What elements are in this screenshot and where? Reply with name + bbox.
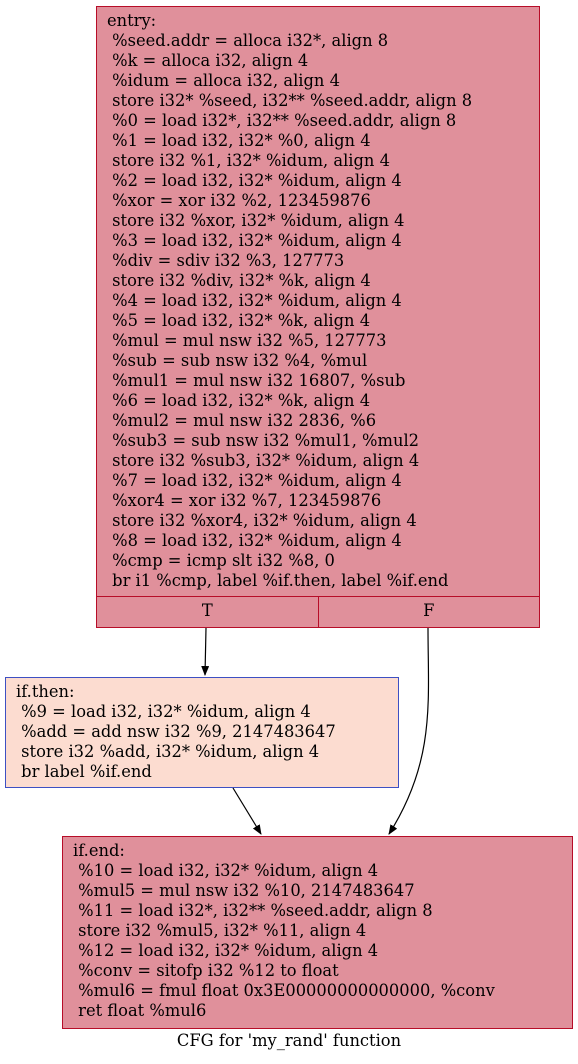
entry-instruction: store i32* %seed, i32** %seed.addr, alig… [107,91,473,110]
entry-instruction: %1 = load i32, i32* %0, align 4 [107,131,371,150]
entry-instruction: %div = sdiv i32 %3, 127773 [107,251,345,270]
entry-instruction: store i32 %1, i32* %idum, align 4 [107,151,390,170]
entry-instruction: br i1 %cmp, label %if.then, label %if.en… [107,571,449,590]
entry-instruction: %sub = sub nsw i32 %4, %mul [107,351,368,370]
false-port[interactable]: F [317,597,540,627]
entry-instruction: %k = alloca i32, align 4 [107,51,309,70]
entry-instruction: %idum = alloca i32, align 4 [107,71,340,90]
edge-if-then-to-if-end [232,787,262,835]
edge-true-to-if-then [201,627,210,676]
if-then-instruction: %add = add nsw i32 %9, 2147483647 [16,722,336,741]
if-end-block[interactable]: if.end: %10 = load i32, i32* %idum, alig… [62,836,573,1029]
if-end-instruction: %mul6 = fmul float 0x3E00000000000000, %… [73,981,495,1000]
entry-instruction: %4 = load i32, i32* %idum, align 4 [107,291,402,310]
if-end-instruction: %11 = load i32*, i32** %seed.addr, align… [73,901,433,920]
if-then-instruction: %9 = load i32, i32* %idum, align 4 [16,702,311,721]
entry-instructions: entry: %seed.addr = alloca i32*, align 8… [97,7,539,591]
entry-instruction: %2 = load i32, i32* %idum, align 4 [107,171,402,190]
entry-instruction: %0 = load i32*, i32** %seed.addr, align … [107,111,457,130]
entry-instruction: %xor = xor i32 %2, 123459876 [107,191,371,210]
if-end-instructions: if.end: %10 = load i32, i32* %idum, alig… [63,837,572,1021]
entry-instruction: store i32 %xor4, i32* %idum, align 4 [107,511,417,530]
entry-instruction: %cmp = icmp slt i32 %8, 0 [107,551,335,570]
if-end-label: if.end: [73,841,125,860]
if-end-instruction: store i32 %mul5, i32* %11, align 4 [73,921,367,940]
entry-block[interactable]: entry: %seed.addr = alloca i32*, align 8… [96,6,540,628]
edge-false-to-if-end [388,627,430,835]
if-end-instruction: %mul5 = mul nsw i32 %10, 2147483647 [73,881,415,900]
entry-instruction: %xor4 = xor i32 %7, 123459876 [107,491,382,510]
entry-instruction: %5 = load i32, i32* %k, align 4 [107,311,371,330]
entry-instruction: %seed.addr = alloca i32*, align 8 [107,31,389,50]
if-end-instruction: ret float %mul6 [73,1001,207,1020]
entry-instruction: %7 = load i32, i32* %idum, align 4 [107,471,402,490]
entry-label: entry: [107,11,157,30]
if-end-instruction: %conv = sitofp i32 %12 to float [73,961,339,980]
entry-instruction: %3 = load i32, i32* %idum, align 4 [107,231,402,250]
entry-instruction: store i32 %sub3, i32* %idum, align 4 [107,451,420,470]
entry-instruction: %mul1 = mul nsw i32 16807, %sub [107,371,406,390]
entry-instruction: %mul2 = mul nsw i32 2836, %6 [107,411,377,430]
entry-instruction: %6 = load i32, i32* %k, align 4 [107,391,371,410]
entry-instruction: store i32 %xor, i32* %idum, align 4 [107,211,405,230]
if-then-label: if.then: [16,682,75,701]
if-then-block[interactable]: if.then: %9 = load i32, i32* %idum, alig… [5,677,399,788]
entry-instruction: %mul = mul nsw i32 %5, 127773 [107,331,387,350]
if-end-instruction: %10 = load i32, i32* %idum, align 4 [73,861,379,880]
entry-branch-ports: T F [97,596,539,627]
true-port[interactable]: T [201,601,213,620]
if-end-instruction: %12 = load i32, i32* %idum, align 4 [73,941,379,960]
if-then-instruction: br label %if.end [16,762,152,781]
entry-instruction: %sub3 = sub nsw i32 %mul1, %mul2 [107,431,420,450]
entry-instruction: %8 = load i32, i32* %idum, align 4 [107,531,402,550]
graph-caption: CFG for 'my_rand' function [176,1031,402,1050]
if-then-instructions: if.then: %9 = load i32, i32* %idum, alig… [6,678,398,782]
if-then-instruction: store i32 %add, i32* %idum, align 4 [16,742,320,761]
entry-instruction: store i32 %div, i32* %k, align 4 [107,271,371,290]
